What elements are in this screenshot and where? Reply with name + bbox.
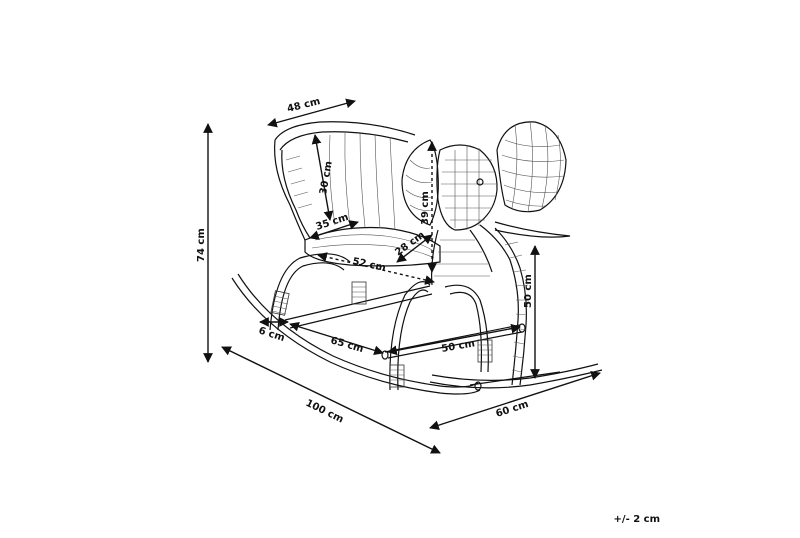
label-rocker-end: 6 cm: [257, 325, 286, 344]
label-front-height: 50 cm: [523, 274, 534, 308]
dimension-lines: [203, 98, 601, 454]
dim-top-width: [267, 98, 356, 128]
elephant-tusk: [494, 221, 571, 238]
label-total-height: 74 cm: [196, 228, 207, 262]
dim-total-width: [429, 371, 601, 430]
dim-seat-width: [317, 252, 435, 285]
dim-backrest: [311, 134, 334, 221]
label-rail-length: 65 cm: [329, 335, 364, 355]
tolerance-note: +/- 2 cm: [613, 514, 660, 525]
elephant-head: [436, 144, 498, 231]
dim-seat-depth: [309, 220, 359, 240]
label-seat-width: 52 cm: [351, 256, 386, 274]
dim-total-length: [221, 346, 441, 454]
label-head-height: 39 cm: [420, 191, 431, 225]
label-handle: 28 cm: [393, 230, 427, 259]
elephant-rocking-chair: [231, 121, 603, 395]
label-total-length: 100 cm: [304, 398, 345, 426]
elephant-trunk: [479, 224, 519, 386]
